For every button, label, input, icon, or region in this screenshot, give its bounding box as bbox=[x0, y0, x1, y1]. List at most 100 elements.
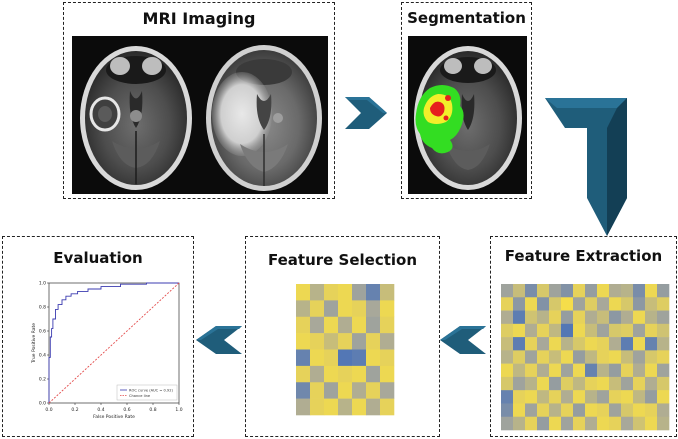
feature-extraction-cell bbox=[573, 350, 586, 364]
feature-extraction-cell bbox=[621, 350, 634, 364]
feature-extraction-cell bbox=[573, 390, 586, 404]
feature-extraction-cell bbox=[501, 390, 514, 404]
feature-extraction-cell bbox=[597, 416, 610, 431]
feature-extraction-cell bbox=[549, 390, 562, 404]
feature-selection-cell bbox=[380, 382, 395, 399]
feature-selection-cell bbox=[310, 284, 325, 301]
feature-extraction-cell bbox=[573, 416, 586, 431]
feature-extraction-cell bbox=[513, 310, 526, 325]
mri-scan-flair bbox=[206, 45, 322, 191]
feature-extraction-cell bbox=[573, 323, 586, 338]
feature-extraction-cell bbox=[657, 310, 670, 325]
feature-extraction-cell bbox=[561, 390, 574, 404]
feature-extraction-cell bbox=[549, 376, 562, 391]
feature-extraction-cell bbox=[549, 284, 562, 298]
feature-extraction-cell bbox=[609, 403, 622, 418]
feature-extraction-cell bbox=[621, 416, 634, 431]
feature-selection-cell bbox=[338, 398, 353, 416]
feature-selection-cell bbox=[380, 398, 395, 416]
mri-scans-image bbox=[72, 36, 328, 194]
feature-extraction-cell bbox=[633, 284, 646, 298]
feature-extraction-cell bbox=[609, 337, 622, 351]
x-tick-label: 0.4 bbox=[97, 407, 104, 413]
feature-selection-cell bbox=[366, 316, 381, 334]
y-tick-label: 0.0 bbox=[39, 401, 46, 407]
feature-extraction-cell bbox=[657, 323, 670, 338]
feature-extraction-cell bbox=[549, 350, 562, 364]
feature-selection-cell bbox=[296, 349, 311, 367]
y-tick-label: 0.4 bbox=[39, 353, 46, 359]
feature-extraction-panel: Feature Extraction bbox=[490, 236, 677, 437]
y-tick-label: 0.8 bbox=[39, 305, 46, 311]
feature-extraction-cell bbox=[621, 284, 634, 298]
feature-selection-cell bbox=[324, 284, 339, 301]
x-axis-label: False Positive Rate bbox=[93, 414, 135, 420]
feature-extraction-cell bbox=[501, 403, 514, 418]
feature-extraction-cell bbox=[609, 376, 622, 391]
feature-extraction-cell bbox=[525, 350, 538, 364]
feature-extraction-cell bbox=[621, 390, 634, 404]
feature-selection-cell bbox=[352, 382, 367, 399]
segmentation-panel: Segmentation bbox=[401, 2, 532, 199]
feature-selection-cell bbox=[310, 365, 325, 383]
feature-extraction-cell bbox=[645, 403, 658, 418]
feature-extraction-cell bbox=[597, 390, 610, 404]
feature-extraction-cell bbox=[561, 297, 574, 311]
feature-extraction-cell bbox=[621, 363, 634, 378]
feature-extraction-cell bbox=[597, 376, 610, 391]
feature-extraction-cell bbox=[525, 376, 538, 391]
x-tick-label: 0.6 bbox=[123, 407, 130, 413]
feature-extraction-cell bbox=[633, 350, 646, 364]
y-tick-label: 1.0 bbox=[39, 281, 46, 287]
arrow-segmentation-to-extraction bbox=[545, 98, 627, 236]
feature-extraction-cell bbox=[609, 416, 622, 431]
arrow-mri-to-segmentation bbox=[345, 97, 387, 129]
feature-selection-cell bbox=[310, 333, 325, 350]
feature-extraction-cell bbox=[513, 323, 526, 338]
feature-extraction-cell bbox=[513, 416, 526, 431]
feature-selection-cell bbox=[380, 284, 395, 301]
feature-extraction-cell bbox=[645, 390, 658, 404]
x-tick-label: 0.2 bbox=[71, 407, 78, 413]
feature-selection-cell bbox=[324, 300, 339, 318]
feature-selection-cell bbox=[338, 284, 353, 301]
y-tick-label: 0.6 bbox=[39, 329, 46, 335]
feature-selection-cell bbox=[310, 398, 325, 416]
x-tick-label: 0.8 bbox=[149, 407, 156, 413]
feature-extraction-cell bbox=[633, 323, 646, 338]
feature-extraction-cell bbox=[633, 337, 646, 351]
feature-selection-cell bbox=[338, 382, 353, 399]
feature-extraction-cell bbox=[597, 337, 610, 351]
feature-extraction-cell bbox=[657, 297, 670, 311]
feature-extraction-cell bbox=[645, 416, 658, 431]
feature-selection-cell bbox=[296, 300, 311, 318]
feature-extraction-cell bbox=[537, 416, 550, 431]
roc-curve-line bbox=[48, 282, 179, 403]
feature-selection-cell bbox=[324, 382, 339, 399]
arrow-selection-to-evaluation bbox=[196, 326, 242, 354]
feature-extraction-cell bbox=[513, 403, 526, 418]
feature-selection-cell bbox=[366, 300, 381, 318]
feature-selection-cell bbox=[352, 365, 367, 383]
feature-extraction-cell bbox=[513, 284, 526, 298]
feature-extraction-cell bbox=[549, 403, 562, 418]
feature-extraction-cell bbox=[633, 297, 646, 311]
feature-selection-cell bbox=[296, 382, 311, 399]
feature-extraction-cell bbox=[537, 323, 550, 338]
feature-extraction-cell bbox=[537, 297, 550, 311]
feature-extraction-cell bbox=[597, 297, 610, 311]
feature-extraction-cell bbox=[513, 297, 526, 311]
feature-selection-cell bbox=[380, 300, 395, 318]
feature-extraction-cell bbox=[585, 403, 598, 418]
feature-extraction-cell bbox=[585, 310, 598, 325]
feature-extraction-cell bbox=[609, 297, 622, 311]
feature-extraction-cell bbox=[657, 337, 670, 351]
feature-extraction-cell bbox=[633, 310, 646, 325]
feature-selection-cell bbox=[324, 398, 339, 416]
feature-extraction-cell bbox=[585, 350, 598, 364]
feature-selection-cell bbox=[296, 284, 311, 301]
feature-extraction-cell bbox=[537, 284, 550, 298]
feature-extraction-cell bbox=[537, 350, 550, 364]
feature-extraction-cell bbox=[513, 363, 526, 378]
feature-extraction-cell bbox=[561, 403, 574, 418]
